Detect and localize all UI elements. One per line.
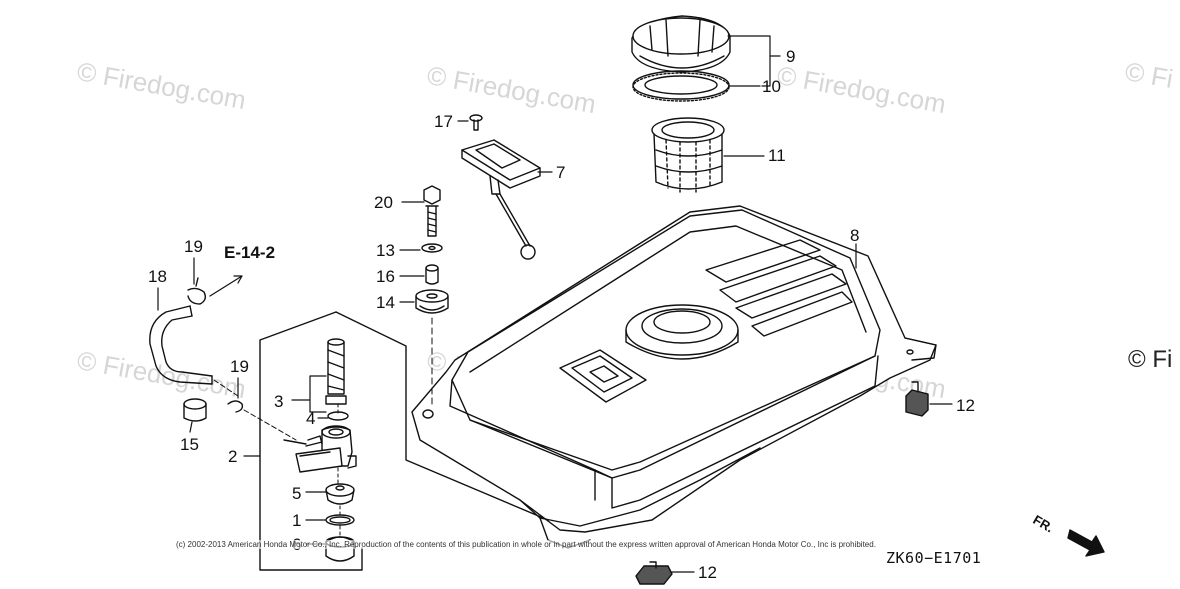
valve-body xyxy=(283,425,357,473)
screw-17 xyxy=(469,114,483,131)
valve-filter xyxy=(325,338,347,405)
callout-20: 20 xyxy=(374,193,393,212)
callout-3: 3 xyxy=(274,392,284,411)
copyright-notice: (c) 2002-2013 American Honda Motor Co., … xyxy=(176,540,876,549)
rubber-14 xyxy=(415,289,449,314)
callout-19: 19 xyxy=(230,357,249,376)
clip-19-lower xyxy=(227,400,244,413)
collar-16 xyxy=(425,264,439,285)
tube-joint-15 xyxy=(183,398,207,422)
cushion-12-bottom xyxy=(635,561,673,585)
diagram-code: ZK60−E1701 xyxy=(886,549,982,567)
callout-12: 12 xyxy=(956,396,975,415)
callout-2: 2 xyxy=(228,447,238,466)
callout-11: 11 xyxy=(768,146,786,165)
cap-gasket xyxy=(632,70,730,102)
callout-7: 7 xyxy=(556,163,566,182)
callout-12: 12 xyxy=(698,563,717,582)
callout-18: 18 xyxy=(148,267,167,286)
callout-15: 15 xyxy=(180,435,199,454)
front-direction-arrow xyxy=(1067,529,1105,557)
callout-5: 5 xyxy=(292,484,302,503)
fuel-tank xyxy=(411,205,937,549)
reference-label: E-14-2 xyxy=(224,243,276,262)
callout-10: 10 xyxy=(762,77,781,96)
callout-4: 4 xyxy=(306,409,316,428)
callout-19: 19 xyxy=(184,237,203,256)
callout-14: 14 xyxy=(376,293,395,312)
callout-16: 16 xyxy=(376,267,395,286)
fuel-cap xyxy=(631,15,731,73)
fuel-gauge xyxy=(461,139,541,260)
callout-1: 1 xyxy=(292,511,302,530)
sediment-cup xyxy=(325,483,355,505)
fuel-strainer xyxy=(651,117,725,193)
fuel-valve-bracket xyxy=(259,311,549,571)
callout-17: 17 xyxy=(434,112,453,131)
leader-lines xyxy=(157,35,953,573)
callout-9: 9 xyxy=(786,47,796,66)
callout-8: 8 xyxy=(850,226,860,245)
fuel-tube xyxy=(149,305,213,385)
callout-13: 13 xyxy=(376,241,395,260)
cushion-12-right xyxy=(905,381,929,417)
washer-13 xyxy=(421,243,443,253)
clip-19-top xyxy=(187,277,207,305)
bolt-20 xyxy=(423,185,441,237)
